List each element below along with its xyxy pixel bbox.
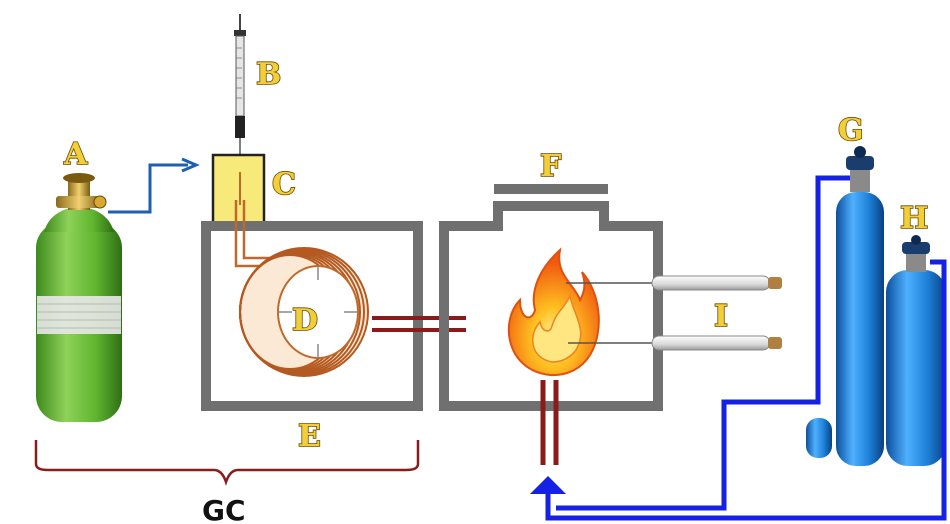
label-h: H xyxy=(900,201,928,236)
detector-housing xyxy=(439,201,663,411)
carrier-cylinder-label-lines xyxy=(37,303,121,329)
label-d: D xyxy=(292,303,318,338)
label-gc: GC xyxy=(202,494,246,524)
electrode-icon xyxy=(566,275,782,351)
column-coil-icon xyxy=(239,247,369,377)
label-e: E xyxy=(298,419,321,454)
syringe-icon xyxy=(234,14,246,158)
label-c: C xyxy=(272,167,296,202)
label-g: G xyxy=(838,113,864,148)
transfer-line xyxy=(372,316,466,332)
label-i: I xyxy=(714,299,728,334)
regulator-valve-icon xyxy=(56,173,107,210)
label-f: F xyxy=(540,149,561,184)
arrow-icon xyxy=(530,476,566,494)
gc-brace xyxy=(34,440,420,486)
injector-block xyxy=(211,153,266,225)
carrier-flow-line xyxy=(108,163,188,214)
cylinder-valve-icon xyxy=(902,235,930,254)
arrow-icon xyxy=(181,157,200,173)
gas-supply-lines xyxy=(545,175,947,521)
label-b: B xyxy=(256,57,281,92)
flame-icon xyxy=(507,247,600,377)
carrier-cylinder-shoulder xyxy=(44,206,114,232)
detector-inlet-line xyxy=(540,380,559,465)
cylinder-valve-icon xyxy=(846,146,874,170)
detector-lid xyxy=(494,184,608,194)
air-gas-cylinder xyxy=(886,235,946,466)
carrier-gas-cylinder xyxy=(36,173,122,422)
label-a: A xyxy=(63,137,88,172)
fuel-gas-cylinder xyxy=(806,146,884,466)
